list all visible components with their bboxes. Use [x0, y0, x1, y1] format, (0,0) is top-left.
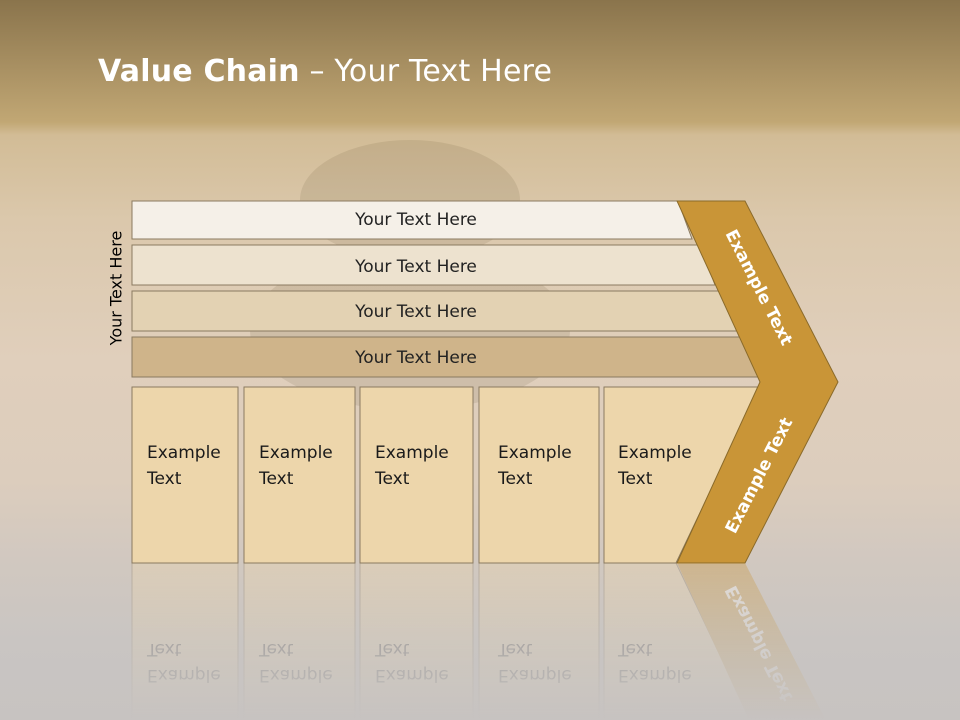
bar-1-label: Your Text Here	[354, 210, 477, 230]
box-3-shape	[359, 386, 474, 564]
box-1-shape	[131, 386, 239, 564]
reflection-box-1-line2: Text	[146, 639, 182, 659]
box-4-shape	[478, 386, 600, 564]
box-2-line1: Example	[259, 443, 333, 463]
box-2-line2: Text	[258, 469, 294, 489]
reflection-box-4-line2: Text	[497, 639, 533, 659]
box-1-line2: Text	[146, 469, 182, 489]
reflection-box-2-line2: Text	[258, 639, 294, 659]
reflection-box-1-line1: Example	[147, 665, 221, 685]
bar-2-label: Your Text Here	[354, 257, 477, 277]
reflection-box-5-line2: Text	[617, 639, 653, 659]
box-4-line2: Text	[497, 469, 533, 489]
diagram-reflection: Example Text Example Text Example Text E…	[0, 563, 960, 720]
reflection-box-4-line1: Example	[498, 665, 572, 685]
box-2-shape	[243, 386, 356, 564]
chevron-shape	[676, 200, 839, 564]
bar-1-shape	[131, 200, 693, 240]
reflection-box-3-line2: Text	[374, 639, 410, 659]
box-4-line1: Example	[498, 443, 572, 463]
slide-title: Value Chain – Your Text Here	[98, 54, 552, 89]
box-5-line1: Example	[618, 443, 692, 463]
bar-4-label: Your Text Here	[354, 348, 477, 368]
bar-3-label: Your Text Here	[354, 302, 477, 322]
box-1-line1: Example	[147, 443, 221, 463]
box-3-line1: Example	[375, 443, 449, 463]
reflection-box-5-line1: Example	[618, 665, 692, 685]
title-bold: Value Chain	[98, 54, 300, 89]
reflection-box-2-line1: Example	[259, 665, 333, 685]
box-5-line2: Text	[617, 469, 653, 489]
box-5-shape	[603, 386, 761, 564]
background-figure	[300, 140, 520, 260]
box-3-line2: Text	[374, 469, 410, 489]
reflection-box-3-line1: Example	[375, 665, 449, 685]
title-rest: – Your Text Here	[299, 54, 553, 89]
